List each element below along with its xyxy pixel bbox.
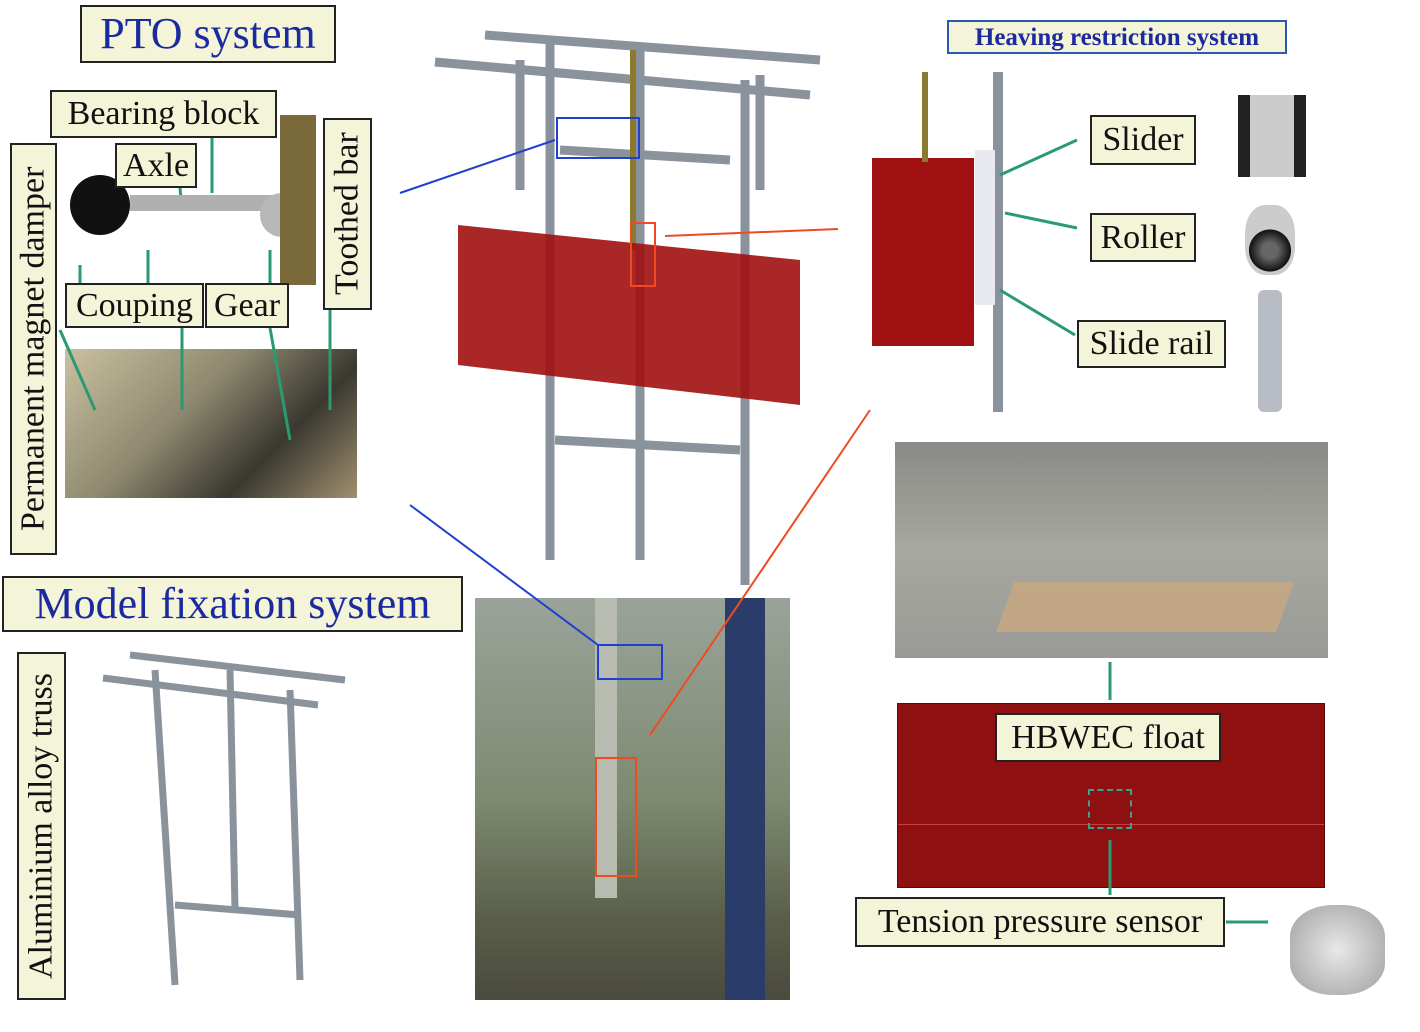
tank-photo (895, 442, 1328, 658)
truss-render (102, 651, 346, 986)
float-side-render (872, 158, 974, 346)
roller-label: Roller (1090, 213, 1196, 262)
sensor-location-box (1088, 789, 1132, 829)
axle-label: Axle (115, 143, 197, 188)
gear-label: Gear (205, 283, 289, 328)
experiment-photo (475, 598, 790, 1000)
truss-label: Aluminium alloy truss (17, 652, 66, 1000)
bearing-block-label: Bearing block (50, 90, 277, 138)
rail-render (993, 72, 1003, 412)
float-render (458, 225, 800, 405)
coupling-label: Couping (65, 283, 204, 328)
damper-label: Permanent magnet damper (10, 143, 57, 555)
sensor-label: Tension pressure sensor (855, 897, 1225, 947)
toothed-bar-render (630, 50, 636, 250)
hbwec-float-label: HBWEC float (995, 713, 1221, 762)
roller-image (1245, 205, 1295, 275)
model-fixation-title: Model fixation system (2, 576, 463, 632)
toothed-bar-label: Toothed bar (323, 118, 372, 310)
heaving-title: Heaving restriction system (947, 20, 1287, 54)
slide-rail-image (1258, 290, 1282, 412)
sensor-image (1290, 905, 1385, 995)
pto-system-title: PTO system (80, 5, 336, 63)
pto-photo (65, 349, 357, 498)
toothed-bar-pto-render (280, 115, 316, 285)
slider-label: Slider (1090, 115, 1196, 165)
damper-render (70, 175, 130, 235)
slide-rail-label: Slide rail (1077, 320, 1226, 368)
slider-image (1238, 95, 1306, 177)
